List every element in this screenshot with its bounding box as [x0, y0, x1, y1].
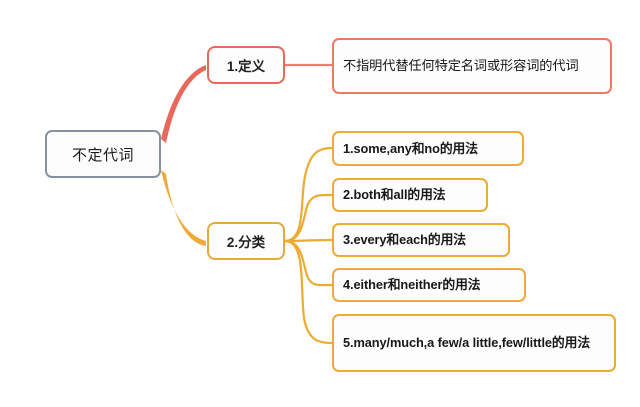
root-node[interactable]: 不定代词 — [45, 130, 161, 178]
connector-classification-to-leaf-3 — [284, 238, 333, 243]
leaf-node-many-much-few-little[interactable]: 5.many/much,a few/a little,few/little的用法 — [332, 314, 616, 372]
leaf-node-definition-text[interactable]: 不指明代替任何特定名词或形容词的代词 — [332, 38, 612, 94]
leaf-node-some-any-no-label: 1.some,any和no的用法 — [343, 140, 478, 156]
branch-node-definition[interactable]: 1.定义 — [207, 46, 285, 84]
connector-classification-to-leaf-5 — [284, 239, 333, 345]
branch-node-classification[interactable]: 2.分类 — [207, 222, 285, 260]
connector-root-to-classification — [161, 170, 206, 246]
connector-classification-to-leaf-2 — [284, 193, 333, 243]
leaf-node-some-any-no[interactable]: 1.some,any和no的用法 — [332, 131, 524, 166]
branch-node-classification-label: 2.分类 — [226, 235, 266, 250]
leaf-node-both-all-label: 2.both和all的用法 — [343, 187, 446, 203]
leaf-node-either-neither-label: 4.either和neither的用法 — [343, 277, 481, 293]
leaf-node-every-each[interactable]: 3.every和each的用法 — [332, 223, 510, 257]
root-node-label: 不定代词 — [71, 146, 134, 164]
leaf-node-many-much-few-little-label: 5.many/much,a few/a little,few/little的用法 — [343, 335, 591, 351]
leaf-node-both-all[interactable]: 2.both和all的用法 — [332, 178, 488, 212]
branch-node-definition-label: 1.定义 — [226, 59, 266, 74]
leaf-node-either-neither[interactable]: 4.either和neither的用法 — [332, 268, 526, 302]
leaf-node-every-each-label: 3.every和each的用法 — [343, 232, 466, 248]
leaf-node-definition-text-label: 不指明代替任何特定名词或形容词的代词 — [343, 57, 579, 73]
connector-classification-to-leaf-1 — [284, 146, 333, 243]
connector-classification-to-leaf-4 — [284, 239, 333, 287]
connector-root-to-definition — [161, 65, 206, 143]
